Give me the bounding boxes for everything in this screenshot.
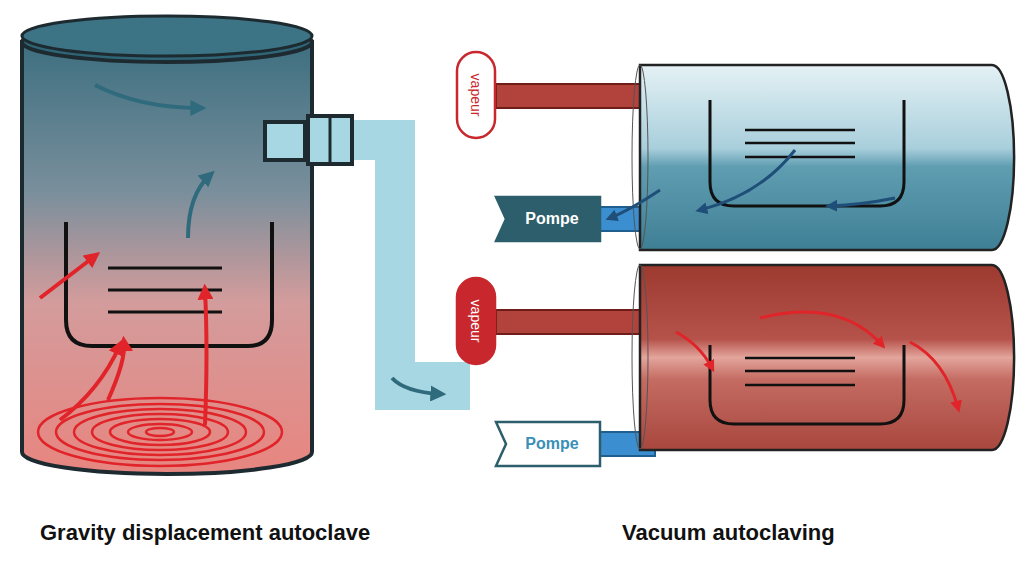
vacuum-phase-chamber — [496, 65, 1014, 250]
outlet-pipe — [350, 120, 470, 410]
panel-caption: Vacuum autoclaving — [622, 520, 835, 546]
tag-text: vapeur — [468, 300, 484, 343]
panel-caption: Gravity displacement autoclave — [40, 520, 370, 546]
pump-label: Pompe — [517, 210, 578, 228]
tag-text: vapeur — [468, 74, 484, 117]
steam-inlet-tag: vapeur — [455, 50, 497, 140]
pump-label: Pompe — [517, 435, 578, 453]
gravity-autoclave — [22, 16, 352, 474]
pump-box: Pompe — [494, 195, 602, 243]
pump-box: Pompe — [494, 420, 602, 468]
steam-inlet-tag: vapeur — [455, 276, 497, 366]
